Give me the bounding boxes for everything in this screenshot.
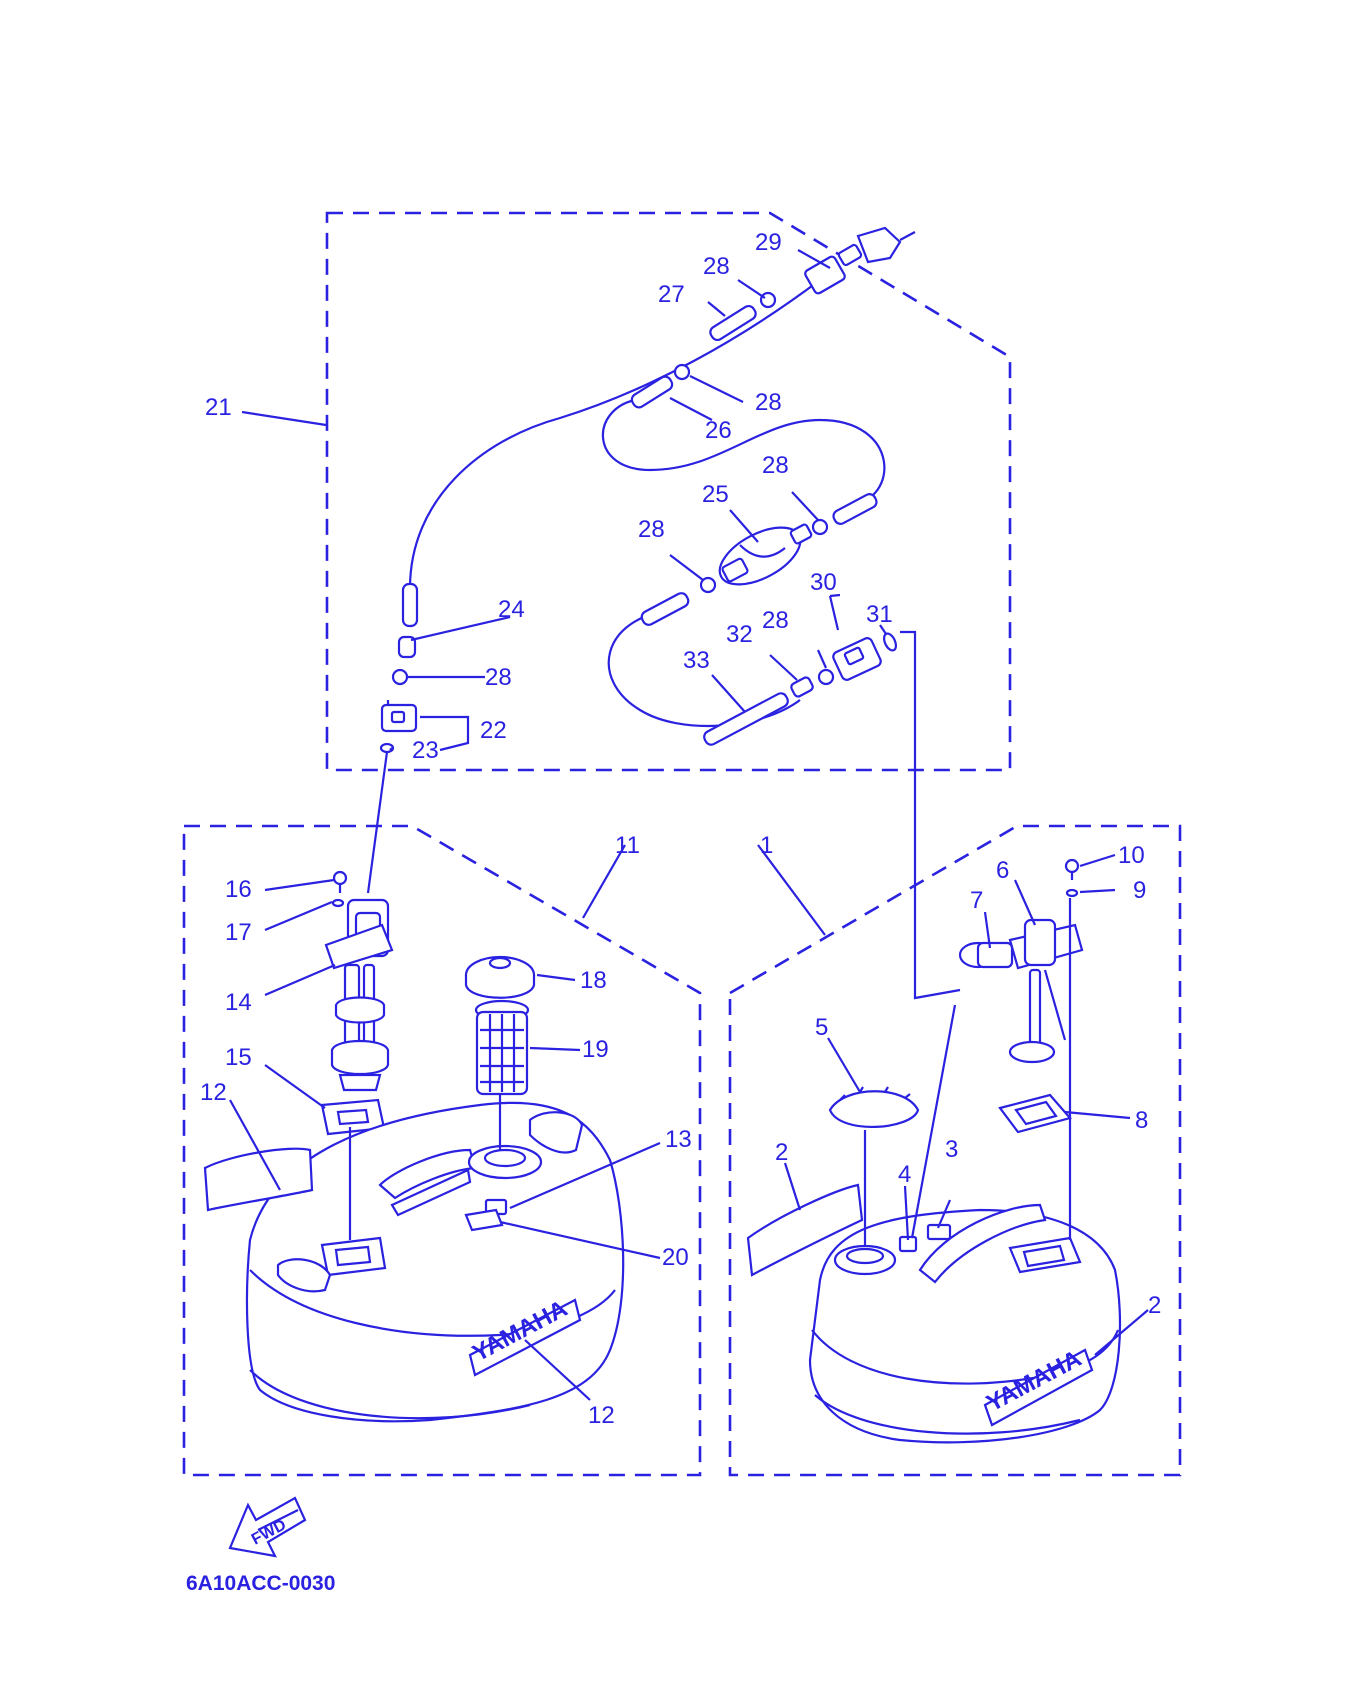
hose-clamp [811,518,829,536]
callout-17: 17 [225,919,252,946]
callout-28: 28 [755,389,782,416]
callout-12: 12 [200,1079,227,1106]
callout-28: 28 [638,516,665,543]
hose-clamp [759,291,777,309]
leader-lines [229,249,1149,1401]
callout-4: 4 [898,1161,911,1188]
callout-2: 2 [775,1139,788,1166]
screw [1064,858,1080,880]
strainer [474,999,530,1096]
callout-22: 22 [480,717,507,744]
forward-arrow [228,1496,307,1558]
callout-23: 23 [412,737,439,764]
callout-12: 12 [588,1402,615,1429]
fuel-hose-assembly [366,279,961,1000]
decal [746,1183,864,1277]
hose-clamp [699,576,717,594]
gasket [998,1093,1072,1134]
tank-connector [832,637,882,681]
callout-33: 33 [683,647,710,674]
hose-clamp [391,668,409,686]
hose-segment-33 [703,692,789,746]
hose-segment-27 [709,304,757,342]
callout-1: 1 [760,832,773,859]
callout-26: 26 [705,417,732,444]
callout-14: 14 [225,989,252,1016]
callout-28: 28 [485,664,512,691]
callout-24: 24 [498,596,525,623]
callout-6: 6 [996,857,1009,884]
callout-11: 11 [615,832,640,859]
callout-20: 20 [662,1244,689,1271]
engine-connector [804,226,916,295]
filler-cap [828,1086,920,1129]
callout-9: 9 [1133,877,1146,904]
callout-7: 7 [970,887,983,914]
group-boundary-21 [325,211,1012,772]
callout-27: 27 [658,281,685,308]
hose-sleeve-32 [790,676,814,698]
hose-clamp [817,668,835,686]
decal [203,1147,314,1212]
callout-21: 21 [205,394,232,421]
callout-3: 3 [945,1136,958,1163]
group-boundary-1 [728,824,1182,1477]
right-fuel-tank [808,1203,1122,1444]
callout-18: 18 [580,967,607,994]
callout-28: 28 [762,452,789,479]
callout-10: 10 [1118,842,1145,869]
fuel-pickup-assembly [324,898,394,1092]
group-boundary-11 [182,824,702,1477]
callout-32: 32 [726,621,753,648]
washer [331,898,345,908]
callout-16: 16 [225,876,252,903]
callout-13: 13 [665,1126,692,1153]
hose-clamp [673,363,691,381]
callout-8: 8 [1135,1107,1148,1134]
fuel-gauge-assembly [958,918,1084,1064]
screw [332,870,348,893]
callout-28: 28 [762,607,789,634]
primer-bulb [718,523,813,586]
callout-25: 25 [702,481,729,508]
callout-30: 30 [810,569,837,596]
callout-5: 5 [815,1014,828,1041]
callout-29: 29 [755,229,782,256]
callout-15: 15 [225,1044,252,1071]
callout-31: 31 [866,601,893,628]
hose-segment-24 [401,582,419,628]
o-ring [882,632,898,652]
hose-segment-26 [630,375,674,409]
hose-joint [380,700,418,733]
callout-28: 28 [703,253,730,280]
callout-2: 2 [1148,1292,1161,1319]
hose-segment [640,592,690,626]
callout-19: 19 [582,1036,609,1063]
filler-cap [464,955,536,999]
left-fuel-tank [245,1101,625,1423]
drawing-code: 6A10ACC-0030 [186,1572,335,1595]
hose-segment [832,493,878,525]
hose-sleeve [397,635,417,659]
washer [1065,888,1079,898]
